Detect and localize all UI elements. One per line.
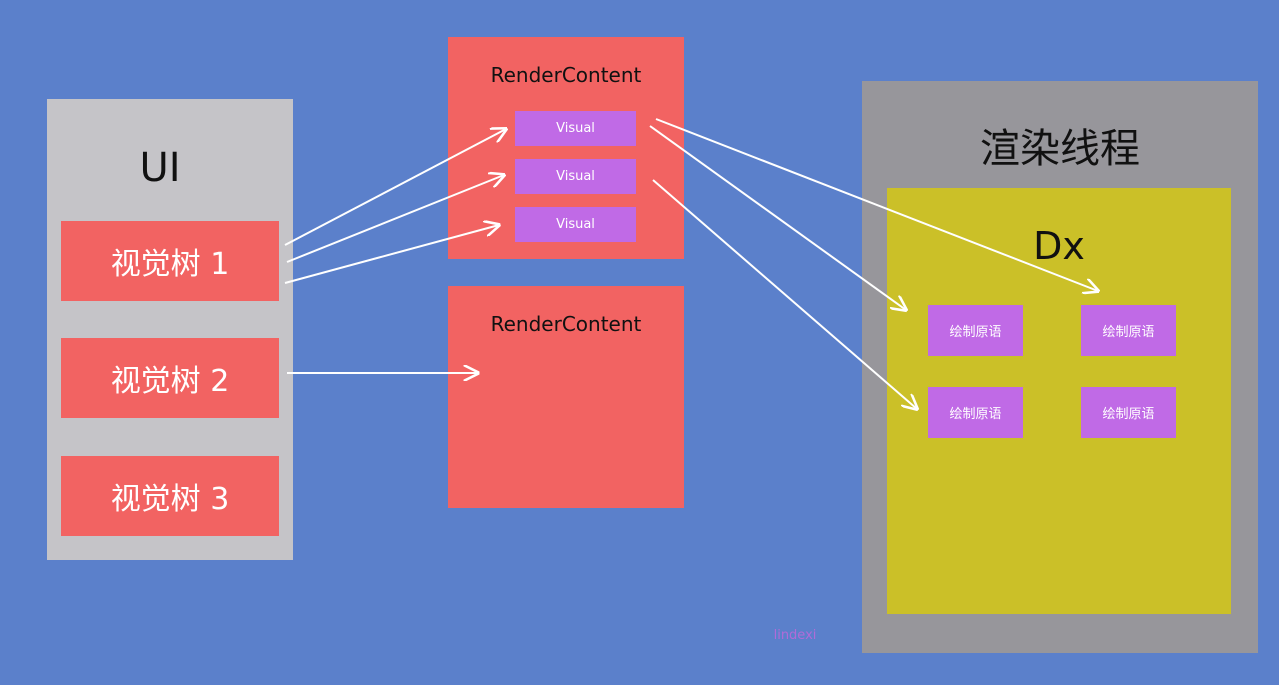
visual-1: Visual bbox=[515, 111, 636, 146]
visual-tree-3: 视觉树 3 bbox=[61, 456, 279, 536]
render-content-1-title: RenderContent bbox=[490, 63, 642, 87]
draw-primitive-3: 绘制原语 bbox=[928, 387, 1023, 438]
arrow-visual1-prim2 bbox=[655, 118, 1098, 291]
render-content-2-title: RenderContent bbox=[490, 312, 642, 336]
visual-tree-2: 视觉树 2 bbox=[61, 338, 279, 418]
arrow-visual2-prim1 bbox=[649, 125, 906, 310]
visual-3: Visual bbox=[515, 207, 636, 242]
dx-title: Dx bbox=[1033, 224, 1085, 268]
arrow-tree1-visual2 bbox=[286, 175, 504, 263]
draw-primitive-4: 绘制原语 bbox=[1081, 387, 1176, 438]
arrow-visual3-prim3 bbox=[652, 179, 917, 409]
visual-tree-1: 视觉树 1 bbox=[61, 221, 279, 301]
watermark: lindexi bbox=[773, 628, 817, 643]
arrow-tree1-visual3 bbox=[284, 225, 499, 284]
visual-2: Visual bbox=[515, 159, 636, 194]
draw-primitive-2: 绘制原语 bbox=[1081, 305, 1176, 356]
render-thread-title: 渲染线程 bbox=[980, 126, 1140, 172]
arrow-tree1-visual1 bbox=[284, 129, 506, 246]
ui-title: UI bbox=[139, 145, 181, 191]
render-content-2 bbox=[448, 286, 684, 508]
draw-primitive-1: 绘制原语 bbox=[928, 305, 1023, 356]
